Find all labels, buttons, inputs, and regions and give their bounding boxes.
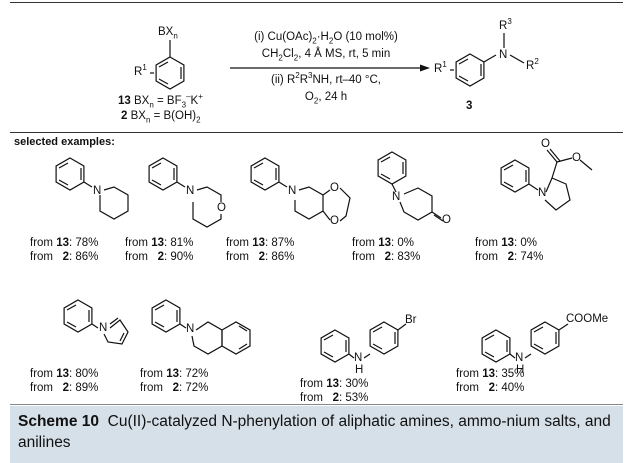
yield-block-example-9: from 13: 35%from 2: 40%	[456, 368, 524, 395]
atom-o2-ex3: O	[330, 215, 339, 227]
example-8-structure	[321, 322, 406, 362]
atom-h-ex8: H	[355, 364, 364, 376]
compound-13-definition: 13 BXn = BF3–K+	[118, 92, 203, 110]
example-structures	[0, 0, 633, 406]
atom-n-ex9: N	[515, 352, 524, 364]
yield-block-example-4: from 13: 0%from 2: 83%	[352, 237, 420, 264]
section-title: selected examples:	[14, 136, 115, 148]
atom-n-ex3: N	[288, 185, 297, 197]
product-r1-label: R1	[434, 60, 447, 75]
example-7-structure	[152, 300, 250, 354]
yield-from-13: from 13: 78%	[30, 237, 99, 249]
product-number: 3	[466, 100, 473, 112]
condition-line-1: (i) Cu(OAc)2·H2O (10 mol%)	[254, 31, 398, 46]
product-r2-label: R2	[526, 57, 539, 72]
example-1-structure	[56, 158, 128, 219]
atom-o2-ex5: O	[572, 152, 581, 164]
caption-label: Scheme 10	[18, 413, 99, 430]
atom-o1-ex3: O	[330, 182, 339, 194]
yield-block-example-3: from 13: 87%from 2: 86%	[226, 237, 294, 264]
atom-h-ex9: H	[516, 364, 525, 376]
yield-from-13: from 13: 80%	[30, 368, 99, 380]
example-9-structure	[482, 322, 568, 362]
yield-from-13: from 13: 0%	[475, 237, 538, 249]
yield-block-example-2: from 13: 81%from 2: 90%	[125, 237, 193, 264]
atom-n-ex7: N	[186, 323, 195, 335]
yield-from-13: from 13: 81%	[125, 237, 194, 249]
yield-block-example-5: from 13: 0%from 2: 74%	[475, 237, 543, 264]
atom-o-ex4: O	[442, 214, 451, 226]
scheme-caption: Scheme 10 Cu(II)-catalyzed N-phenylation…	[18, 411, 616, 453]
yield-from-2: from 2: 90%	[125, 250, 194, 263]
compound-2-definition: 2 BXn = B(OH)2	[121, 110, 201, 125]
atom-br-ex8: Br	[405, 314, 417, 326]
example-6-structure	[64, 300, 128, 344]
atom-n-ex5: N	[538, 187, 547, 199]
condition-line-4: O2, 24 h	[304, 91, 348, 106]
yield-block-example-6: from 13: 80%from 2: 89%	[30, 368, 98, 395]
example-3-structure	[251, 158, 350, 221]
atom-n-ex1: N	[93, 185, 102, 197]
yield-from-2: from 2: 72%	[140, 381, 209, 394]
yield-from-2: from 2: 89%	[30, 381, 99, 394]
top-rule	[10, 2, 623, 3]
yield-block-example-1: from 13: 78%from 2: 86%	[30, 237, 98, 264]
atom-n-ex2: N	[186, 185, 195, 197]
reactant-r1-label: R1	[134, 63, 147, 78]
caption-text: Cu(II)-catalyzed N-phenylation of alipha…	[18, 413, 611, 451]
yield-from-13: from 13: 0%	[352, 237, 415, 249]
yield-from-13: from 13: 72%	[140, 368, 209, 380]
condition-line-3: (ii) R2R3NH, rt–40 °C,	[270, 71, 382, 86]
yield-block-example-7: from 13: 72%from 2: 72%	[140, 368, 208, 395]
reactant-bx-label: BXn	[158, 26, 178, 41]
yield-from-2: from 2: 83%	[352, 250, 421, 263]
yield-from-13: from 13: 35%	[456, 368, 525, 380]
yield-from-2: from 2: 86%	[226, 250, 295, 263]
caption-box: Scheme 10 Cu(II)-catalyzed N-phenylation…	[10, 406, 623, 463]
yield-from-2: from 2: 86%	[30, 250, 99, 263]
atom-n-ex6: N	[99, 322, 108, 334]
atom-o1-ex5: O	[541, 138, 550, 150]
condition-line-2: CH2Cl2, 4 Å MS, rt, 5 min	[261, 48, 391, 63]
yield-from-2: from 2: 40%	[456, 381, 525, 394]
yield-from-13: from 13: 30%	[300, 378, 369, 390]
yield-from-13: from 13: 87%	[226, 237, 295, 249]
atom-coome-ex9: COOMe	[566, 313, 609, 325]
atom-o-ex2: O	[217, 202, 226, 214]
example-5-structure	[501, 149, 592, 210]
yield-from-2: from 2: 53%	[300, 391, 369, 404]
middle-rule	[10, 132, 623, 133]
yield-block-example-8: from 13: 30%from 2: 53%	[300, 378, 368, 405]
product-r3-label: R3	[499, 17, 512, 32]
reactant-structure	[0, 0, 633, 130]
example-4-structure	[378, 152, 443, 221]
atom-n-ex4: N	[392, 191, 401, 203]
product-n-atom: N	[499, 49, 508, 61]
yield-from-2: from 2: 74%	[475, 250, 544, 263]
example-2-structure	[149, 158, 221, 227]
atom-n-ex8: N	[354, 352, 363, 364]
bottom-rule	[10, 404, 623, 405]
